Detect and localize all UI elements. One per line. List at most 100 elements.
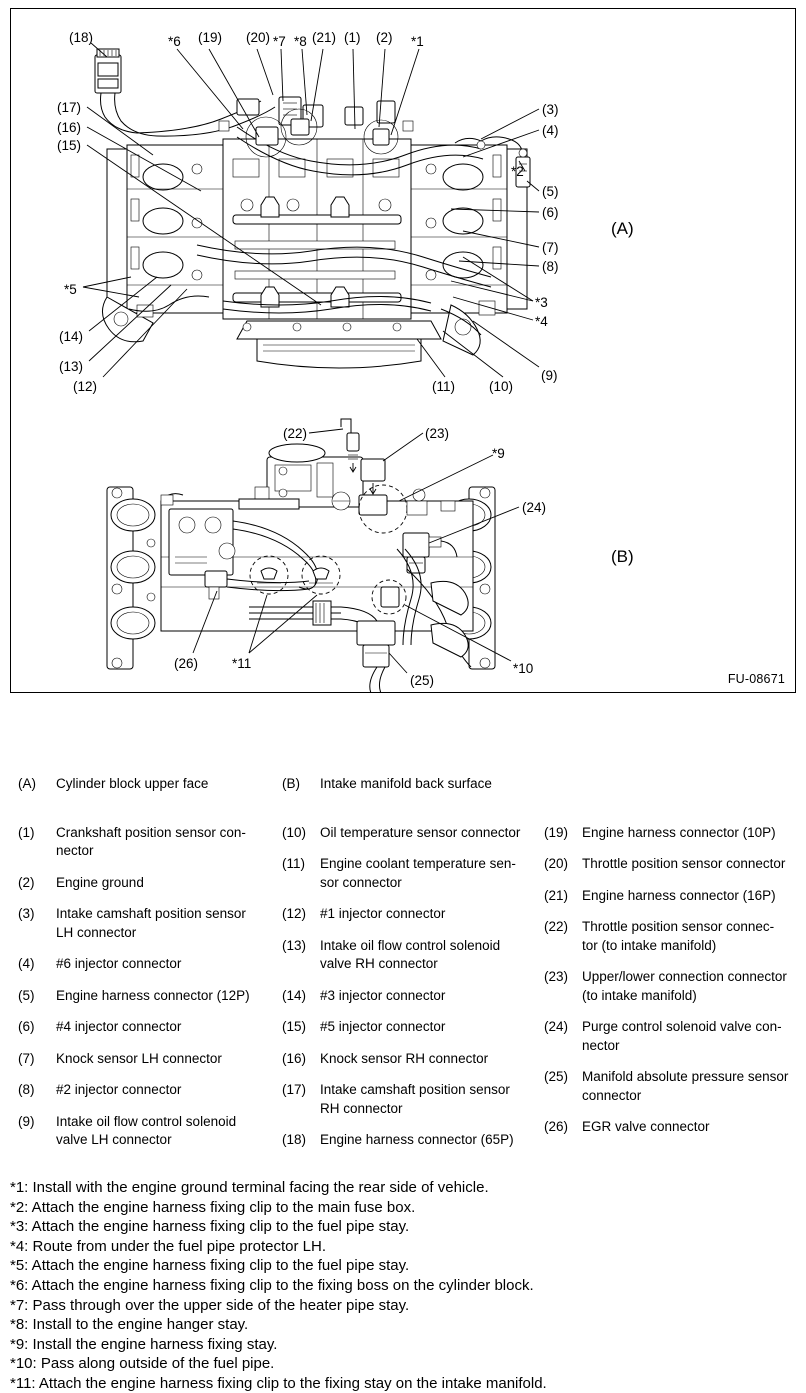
legend-item-label: #4 injector connector bbox=[56, 1019, 182, 1034]
legend-item-number: (7) bbox=[18, 1050, 35, 1066]
legend-row: (4)#6 injector connector bbox=[18, 955, 280, 974]
legend-spacer bbox=[544, 775, 806, 794]
callout-b-0: (22) bbox=[283, 426, 308, 441]
footnote-2: *2: Attach the engine harness fixing cli… bbox=[10, 1198, 416, 1216]
legend-row: (7)Knock sensor LH connector bbox=[18, 1050, 280, 1069]
legend-item-number: (13) bbox=[282, 937, 307, 953]
legend-item-label: Engine harness connector (65P) bbox=[320, 1132, 514, 1147]
legend-row: (15)#5 injector connector bbox=[282, 1018, 540, 1037]
engine-harness-drawing: .ln { fill:none; stroke:#000; stroke-wid… bbox=[11, 9, 795, 692]
callout-a-19: (8) bbox=[542, 259, 559, 274]
legend-item-number: (26) bbox=[544, 1119, 569, 1134]
legend-item-number: (8) bbox=[18, 1082, 35, 1097]
legend-item-number: (14) bbox=[282, 987, 307, 1003]
legend-item-number: (12) bbox=[282, 906, 307, 921]
callout-a-10: (17) bbox=[57, 100, 82, 115]
legend-view-row: (B) Intake manifold back surface bbox=[282, 775, 540, 794]
legend-view-row: (A) Cylinder block upper face bbox=[18, 775, 280, 794]
callout-b-6: (25) bbox=[410, 673, 435, 688]
callout-a-0: (18) bbox=[69, 30, 94, 45]
callout-a-22: *5 bbox=[64, 282, 77, 297]
callout-a-9: *1 bbox=[411, 34, 424, 49]
callout-a-26: (11) bbox=[432, 379, 456, 394]
legend: (A)Cylinder block upper face(1)Crankshaf… bbox=[0, 775, 806, 1165]
legend-item-number: (4) bbox=[18, 956, 35, 971]
callout-a-1: *6 bbox=[168, 34, 181, 49]
legend-item-label: #3 injector connector bbox=[320, 987, 446, 1003]
legend-item-label: Intake manifold back surface bbox=[320, 776, 492, 791]
legend-item-label: Upper/lower connection connector(to inta… bbox=[582, 969, 787, 1003]
figure-id-label: FU-08671 bbox=[727, 672, 785, 686]
legend-row: (12)#1 injector connector bbox=[282, 905, 540, 924]
legend-item-number: (9) bbox=[18, 1113, 35, 1129]
legend-row: (5)Engine harness connector (12P) bbox=[18, 987, 280, 1006]
legend-row: (16)Knock sensor RH connector bbox=[282, 1050, 540, 1069]
legend-item-number: (A) bbox=[18, 776, 36, 791]
legend-item-label: Engine ground bbox=[56, 874, 144, 890]
legend-row: (2) Engine ground bbox=[18, 874, 280, 893]
legend-item-number: (2) bbox=[18, 874, 35, 890]
legend-item-number: (20) bbox=[544, 856, 569, 871]
legend-row: (24)Purge control solenoid valve con-nec… bbox=[544, 1018, 806, 1055]
callout-a-24: (13) bbox=[59, 359, 84, 374]
view-tag-b: (B) bbox=[611, 547, 634, 566]
footnote-9: *9: Install the engine harness fixing st… bbox=[10, 1335, 278, 1353]
footnote-7: *7: Pass through over the upper side of … bbox=[10, 1296, 410, 1314]
legend-item-label: EGR valve connector bbox=[582, 1119, 710, 1134]
callout-a-28: (9) bbox=[541, 368, 558, 383]
view-a-drawing bbox=[82, 42, 540, 378]
legend-item-label: Throttle position sensor connector bbox=[582, 856, 786, 871]
legend-column-3: (19)Engine harness connector (10P)(20)Th… bbox=[544, 775, 806, 1150]
callout-b-5: *11 bbox=[232, 656, 252, 671]
legend-item-label: Cylinder block upper face bbox=[56, 776, 209, 791]
legend-item-number: (22) bbox=[544, 919, 569, 934]
footnote-3: *3: Attach the engine harness fixing cli… bbox=[10, 1218, 410, 1236]
legend-item-number: (3) bbox=[18, 906, 35, 921]
legend-item-number: (21) bbox=[544, 887, 569, 903]
legend-item-label: Crankshaft position sensor con-nector bbox=[56, 824, 246, 859]
callout-a-2: (19) bbox=[198, 30, 223, 45]
callout-a-12: (15) bbox=[57, 138, 82, 153]
legend-item-number: (15) bbox=[282, 1019, 307, 1034]
callout-a-21: *4 bbox=[535, 314, 548, 329]
callout-b-1: (23) bbox=[425, 426, 450, 441]
legend-item-label: Engine harness connector (16P) bbox=[582, 887, 776, 903]
footnote-11: *11: Attach the engine harness fixing cl… bbox=[10, 1374, 547, 1392]
legend-item-number: (6) bbox=[18, 1019, 35, 1034]
legend-item-number: (17) bbox=[282, 1082, 307, 1097]
legend-item-label: Throttle position sensor connec-tor (to … bbox=[582, 919, 775, 953]
callout-a-4: *7 bbox=[273, 34, 286, 49]
legend-row: (8)#2 injector connector bbox=[18, 1081, 280, 1100]
legend-row: (11)Engine coolant temperature sen-sor c… bbox=[282, 855, 540, 892]
callout-a-17: (6) bbox=[542, 205, 559, 220]
legend-row: (22) Throttle position sensor connec-tor … bbox=[544, 918, 806, 955]
legend-item-label: Engine coolant temperature sen-sor conne… bbox=[320, 856, 516, 890]
legend-row: (18) Engine harness connector (65P) bbox=[282, 1131, 540, 1150]
legend-item-label: Engine harness connector (12P) bbox=[56, 987, 250, 1003]
callout-a-15: *2 bbox=[511, 164, 524, 179]
footnote-10: *10: Pass along outside of the fuel pipe… bbox=[10, 1355, 275, 1373]
legend-item-number: (25) bbox=[544, 1069, 569, 1084]
callout-a-27: (10) bbox=[489, 379, 514, 394]
legend-row: (21) Engine harness connector (16P) bbox=[544, 887, 806, 906]
callout-a-20: *3 bbox=[535, 295, 548, 310]
footnote-4: *4: Route from under the fuel pipe prote… bbox=[10, 1237, 327, 1255]
legend-item-number: (B) bbox=[282, 776, 300, 791]
view-b-drawing bbox=[106, 418, 520, 692]
legend-row: (6) #4 injector connector bbox=[18, 1018, 280, 1037]
legend-item-label: Knock sensor RH connector bbox=[320, 1050, 489, 1066]
footnote-1: *1: Install with the engine ground termi… bbox=[10, 1179, 489, 1196]
view-tag-a: (A) bbox=[611, 219, 634, 238]
callout-a-16: (5) bbox=[542, 184, 559, 199]
legend-item-number: (18) bbox=[282, 1132, 307, 1147]
legend-row: (14) #3 injector connector bbox=[282, 987, 540, 1006]
legend-item-label: Oil temperature sensor connector bbox=[320, 824, 521, 840]
legend-item-number: (19) bbox=[544, 824, 569, 840]
callout-a-5: *8 bbox=[294, 34, 307, 49]
